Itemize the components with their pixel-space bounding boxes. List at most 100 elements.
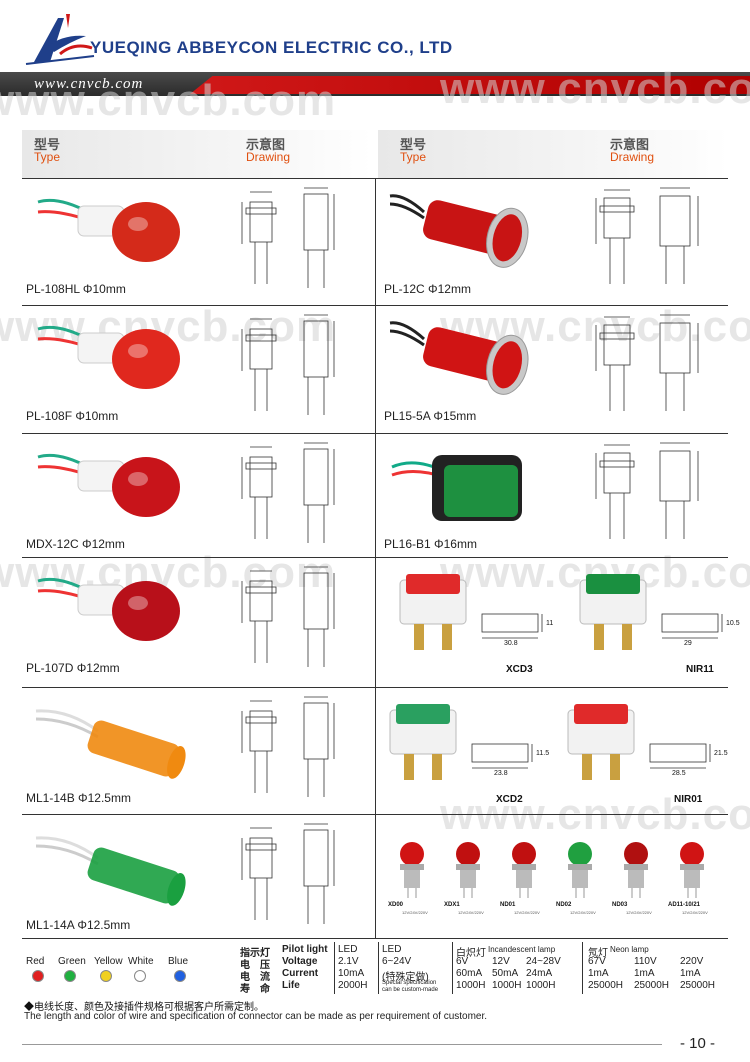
row-divider (22, 938, 728, 939)
indicator-code: NIR11 (686, 664, 714, 675)
website-url[interactable]: www.cnvcb.com (34, 76, 144, 92)
spec-divider (452, 942, 453, 994)
color-name: Green (58, 956, 86, 967)
led1-voltage: 2.1V (338, 956, 359, 967)
product-photo (37, 577, 180, 641)
incandescent-value: 50mA (492, 968, 519, 979)
mini-indicator-code: XDX1 (444, 902, 460, 908)
mini-indicator-rating: 12V/24V/220V (570, 910, 596, 915)
led2-custom-cn: (特殊定做) (382, 972, 429, 983)
incandescent-value: 1000H (456, 980, 486, 991)
neon-head-en: Neon lamp (610, 945, 649, 954)
column-drawing-en: Drawing (246, 150, 291, 164)
led2-type: LED (382, 944, 402, 955)
technical-drawing (241, 696, 335, 797)
neon-value: 67V (588, 956, 606, 967)
neon-value: 1mA (588, 968, 609, 979)
spec-row-pilot-cn: 指示灯 (240, 948, 270, 959)
mini-indicator-rating: 12V/24V/220V (626, 910, 652, 915)
dimension-drawing (481, 613, 543, 639)
product-photo (35, 836, 186, 906)
note-en: The length and color of wire and specifi… (24, 1011, 488, 1022)
spec-row-life-cn: 寿 命 (240, 984, 270, 995)
column-type-en: Type (34, 150, 61, 164)
spec-row-life-en: Life (282, 980, 300, 991)
mini-indicator-rating: 12V/24V/220V (682, 910, 708, 915)
neon-head-cn: 氖灯 (588, 948, 608, 959)
indicator-photo (399, 574, 467, 650)
color-swatch (134, 970, 146, 982)
color-name: White (128, 956, 154, 967)
mini-indicator-photo (512, 842, 536, 898)
product-model-label: PL-107D Φ12mm (26, 661, 120, 675)
dimension-drawing (649, 743, 711, 769)
spec-table: 指示灯 Pilot light 电 压 Voltage 电 流 Current … (22, 940, 728, 996)
neon-value: 110V (634, 956, 657, 967)
mini-indicator-code: ND03 (612, 902, 628, 908)
product-photo (35, 709, 186, 779)
note-cn: ◆电线长度、颜色及接插件规格可根据客户所需定制。 (24, 1002, 264, 1013)
technical-drawing (595, 187, 699, 284)
color-name: Yellow (94, 956, 123, 967)
column-type-cn: 型号 (400, 137, 427, 152)
product-photo (37, 325, 180, 389)
technical-drawing (595, 314, 699, 411)
mini-indicator-code: XD00 (388, 902, 404, 908)
watermark: www.cnvcb.com (0, 76, 337, 125)
indicator-code: XCD2 (496, 794, 523, 805)
mini-indicator-photo (400, 842, 424, 898)
dimension-drawing (661, 613, 723, 639)
color-swatch (100, 970, 112, 982)
color-name: Blue (168, 956, 189, 967)
indicator-code: XCD3 (506, 664, 533, 675)
spec-divider (378, 942, 379, 994)
watermark: www.cnvcb.com (440, 64, 750, 113)
mini-indicator-code: ND02 (556, 902, 572, 908)
incandescent-value: 24mA (526, 968, 553, 979)
color-swatch (32, 970, 44, 982)
mini-indicator-code: AD11-10/21 (668, 902, 701, 908)
mini-indicator-photo (624, 842, 648, 898)
dimension-height: 11 (546, 620, 554, 627)
mini-indicator-photo (568, 842, 592, 898)
product-model-label: PL16-B1 Φ16mm (384, 537, 477, 551)
product-photo (37, 198, 180, 262)
neon-value: 25000H (634, 980, 670, 991)
dimension-height: 21.5 (714, 750, 728, 757)
technical-drawing (595, 442, 699, 539)
led1-life: 2000H (338, 980, 368, 991)
dimension-width: 23.8 (494, 770, 508, 777)
watermark: www.cnvcb.com (440, 790, 750, 839)
neon-value: 1mA (634, 968, 655, 979)
company-name: YUEQING ABBEYCON ELECTRIC CO., LTD (90, 38, 453, 57)
indicator-photo (579, 574, 647, 650)
column-drawing-en: Drawing (610, 150, 655, 164)
column-type-cn: 型号 (34, 137, 61, 152)
spec-row-voltage-en: Voltage (282, 956, 318, 967)
color-swatch (64, 970, 76, 982)
product-photo (37, 453, 180, 517)
spec-divider (582, 942, 583, 994)
indicator-photo (567, 704, 635, 780)
incandescent-value: 12V (492, 956, 510, 967)
mini-indicator-rating: 12V/24V/220V (458, 910, 484, 915)
led1-type: LED (338, 944, 358, 955)
spec-row-current-cn: 电 流 (240, 972, 270, 983)
column-header-left: 型号 Type 示意图 Drawing (22, 130, 372, 178)
spec-divider (334, 942, 335, 994)
led2-custom-en1: Special specification (382, 980, 437, 986)
incandescent-head-cn: 白炽灯 (456, 948, 486, 959)
neon-value: 25000H (680, 980, 716, 991)
product-model-label: PL15-5A Φ15mm (384, 409, 477, 423)
product-model-label: ML1-14B Φ12.5mm (26, 791, 131, 805)
technical-drawing (241, 566, 335, 667)
footer-line (22, 1044, 662, 1045)
incandescent-value: 6V (456, 956, 469, 967)
product-model-label: PL-108F Φ10mm (26, 409, 119, 423)
dimension-width: 28.5 (672, 770, 686, 777)
page-number: - 10 - (680, 1035, 716, 1052)
incandescent-value: 1000H (526, 980, 556, 991)
incandescent-value: 1000H (492, 980, 522, 991)
mini-indicator-code: ND01 (500, 902, 516, 908)
mini-indicator-rating: 12V/24V/220V (402, 910, 428, 915)
